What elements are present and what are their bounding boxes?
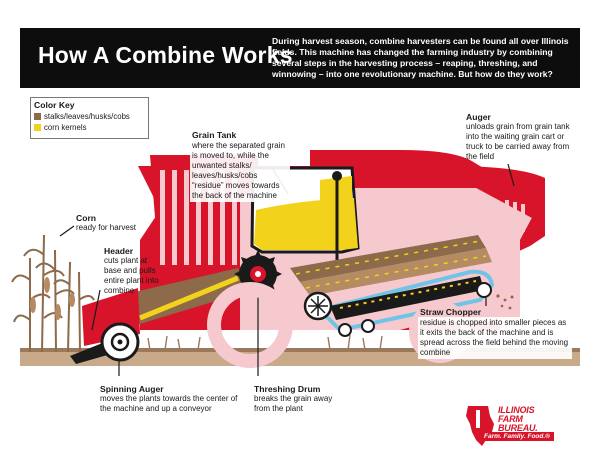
kernels-swatch bbox=[34, 124, 41, 131]
page-title: How A Combine Works bbox=[38, 42, 293, 68]
front-wheel bbox=[207, 282, 293, 368]
residue-spray bbox=[496, 294, 514, 310]
spinning-auger-title: Spinning Auger bbox=[100, 384, 164, 394]
auger-title: Auger bbox=[466, 112, 491, 122]
header-title: Header bbox=[104, 246, 134, 256]
shaker-pan bbox=[330, 276, 484, 320]
logo-tagline: Farm. Family. Food.® bbox=[480, 432, 554, 441]
intro-text: During harvest season, combine harvester… bbox=[272, 36, 569, 79]
threshing-drum-title: Threshing Drum bbox=[254, 384, 321, 394]
straw-chopper-title: Straw Chopper bbox=[420, 307, 482, 317]
color-key-title: Color Key bbox=[34, 100, 75, 110]
spinning-auger-text: moves the plants towards the center of t… bbox=[100, 394, 238, 413]
corn-text: ready for harvest bbox=[76, 223, 137, 232]
threshing-drum-text: breaks the grain away from the plant bbox=[254, 394, 333, 413]
grain-in-tank bbox=[254, 198, 358, 250]
color-key-item-kernels: corn kernels bbox=[34, 123, 86, 132]
auger-text: unloads grain from grain tank into the w… bbox=[466, 122, 570, 161]
header-text: cuts plant at base and pulls entire plan… bbox=[104, 256, 159, 295]
cab-window-bars bbox=[160, 170, 237, 265]
corn-plants bbox=[11, 234, 95, 353]
color-key-item-stalks: stalks/leaves/husks/cobs bbox=[34, 112, 130, 121]
grain-tank-title: Grain Tank bbox=[192, 130, 237, 140]
header-banner bbox=[20, 28, 580, 88]
straw-chopper bbox=[476, 282, 492, 298]
corn-title: Corn bbox=[76, 213, 97, 223]
grain-tank-text: where the separated grain is moved to, w… bbox=[190, 140, 290, 202]
straw-walker-top bbox=[290, 235, 486, 282]
stalks-swatch bbox=[34, 113, 41, 120]
illinois-farm-bureau-logo: ILLINOIS FARM BUREAU. bbox=[498, 405, 538, 433]
unloading-auger bbox=[310, 150, 545, 225]
color-key bbox=[30, 97, 149, 139]
straw-chopper-text: residue is chopped into smaller pieces a… bbox=[418, 317, 572, 359]
